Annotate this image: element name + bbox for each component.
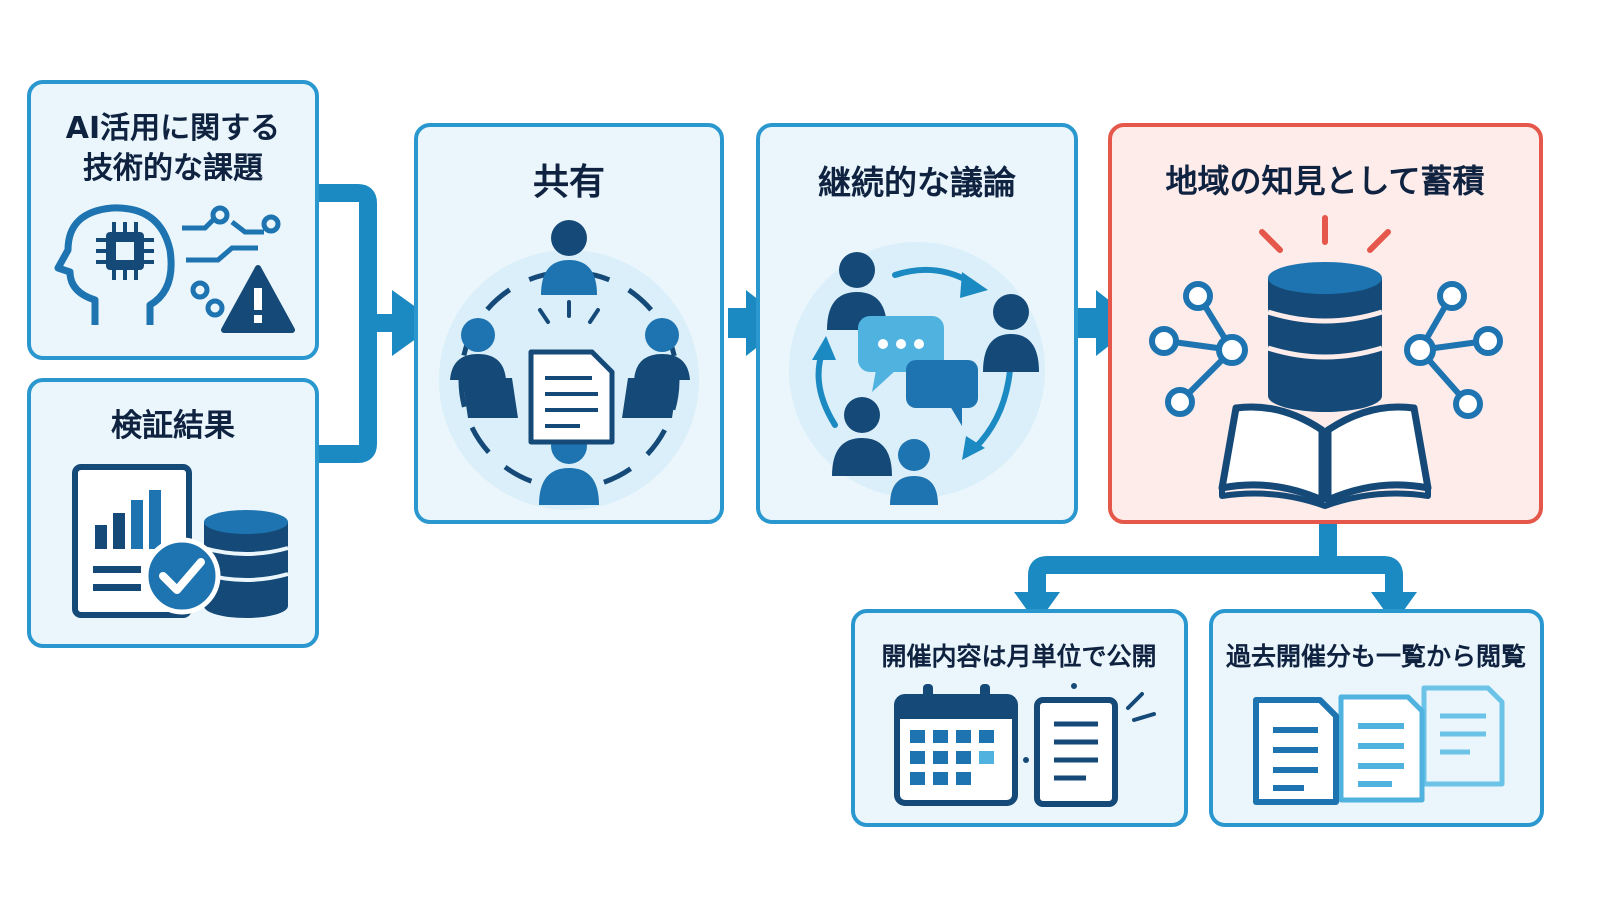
- monthly-publish-title: 開催内容は月単位で公開: [881, 642, 1156, 671]
- published-document-icon: [1023, 683, 1156, 807]
- central-database-icon: [1267, 262, 1383, 412]
- share-person-right-icon: [622, 318, 690, 418]
- share-title: 共有: [533, 162, 605, 203]
- highlight-rays-icon: [1259, 215, 1391, 253]
- arrow-to-monthly: [1014, 592, 1060, 624]
- reply-bubble-icon: [906, 360, 978, 426]
- warning-icon: [221, 265, 295, 333]
- ai-head-chip-icon: [54, 204, 175, 325]
- discussion-box: 継続的な議論: [756, 123, 1078, 524]
- archive-document-front-icon: [1253, 697, 1339, 805]
- knowledge-network-right-icon: [1404, 281, 1503, 419]
- discussion-person-bottomleft-icon: [832, 397, 892, 476]
- cycle-arrowheads-icon: [812, 272, 988, 460]
- accumulate-box: 地域の知見として蓄積: [1108, 123, 1543, 524]
- share-person-left-icon: [450, 318, 518, 418]
- share-person-top-icon: [541, 220, 597, 295]
- connector-accumulate-to-outputs: [1028, 524, 1403, 595]
- ai-issues-title-line2: 技術的な課題: [83, 151, 263, 186]
- archive-document-back-icon: [1421, 685, 1505, 787]
- accumulate-title: 地域の知見として蓄積: [1165, 162, 1484, 200]
- connector-inputs-to-share: [318, 184, 395, 463]
- verification-title: 検証結果: [111, 408, 235, 444]
- chat-bubble-icon: [858, 316, 944, 392]
- ai-issues-box: AI活用に関する 技術的な課題: [27, 80, 319, 360]
- check-circle-icon: [143, 537, 221, 615]
- monthly-publish-box: 開催内容は月単位で公開: [851, 609, 1188, 827]
- discussion-title: 継続的な議論: [818, 163, 1016, 202]
- open-book-icon: [1218, 403, 1432, 509]
- verification-box: 検証結果: [27, 378, 319, 648]
- past-list-title: 過去開催分も一覧から閲覧: [1226, 642, 1526, 671]
- arrow-to-past-list: [1371, 592, 1417, 624]
- share-burst-icon: [538, 300, 600, 324]
- knowledge-network-left-icon: [1149, 281, 1248, 417]
- past-list-box: 過去開催分も一覧から閲覧: [1209, 609, 1544, 827]
- calendar-icon: [894, 684, 1018, 806]
- ai-issues-title-line1: AI活用に関する: [66, 111, 280, 146]
- archive-document-middle-icon: [1338, 694, 1425, 803]
- circuit-lines-icon: [182, 205, 281, 318]
- share-box: 共有: [414, 123, 724, 524]
- discussion-person-bottom-icon: [890, 439, 938, 505]
- discussion-person-right-icon: [983, 294, 1039, 372]
- database-icon: [203, 510, 289, 618]
- shared-document-icon: [528, 349, 615, 445]
